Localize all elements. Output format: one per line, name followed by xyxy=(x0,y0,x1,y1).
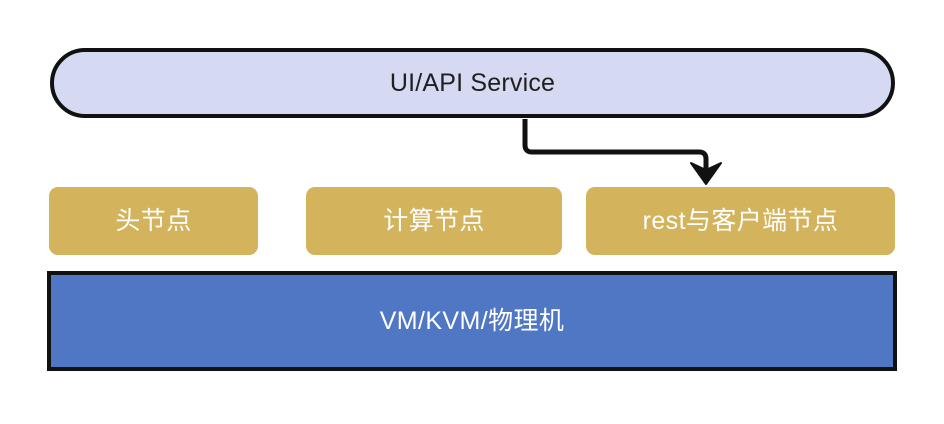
node-box-compute-label: 计算节点 xyxy=(383,206,485,235)
connector-elbow-path xyxy=(522,119,709,172)
service-capsule-label: UI/API Service xyxy=(389,68,556,97)
node-box-rest-client[interactable]: rest与客户端节点 xyxy=(586,187,895,255)
node-box-rest-client-label: rest与客户端节点 xyxy=(642,206,839,235)
infrastructure-bar[interactable]: VM/KVM/物理机 xyxy=(47,271,897,371)
node-box-head-label: 头节点 xyxy=(115,206,192,235)
node-row: 头节点 计算节点 rest与客户端节点 xyxy=(0,187,944,255)
connector-arrowhead-icon xyxy=(690,162,722,185)
infrastructure-bar-label: VM/KVM/物理机 xyxy=(379,306,565,335)
node-box-compute[interactable]: 计算节点 xyxy=(306,187,562,255)
node-box-head[interactable]: 头节点 xyxy=(49,187,258,255)
service-capsule[interactable]: UI/API Service xyxy=(50,48,895,118)
